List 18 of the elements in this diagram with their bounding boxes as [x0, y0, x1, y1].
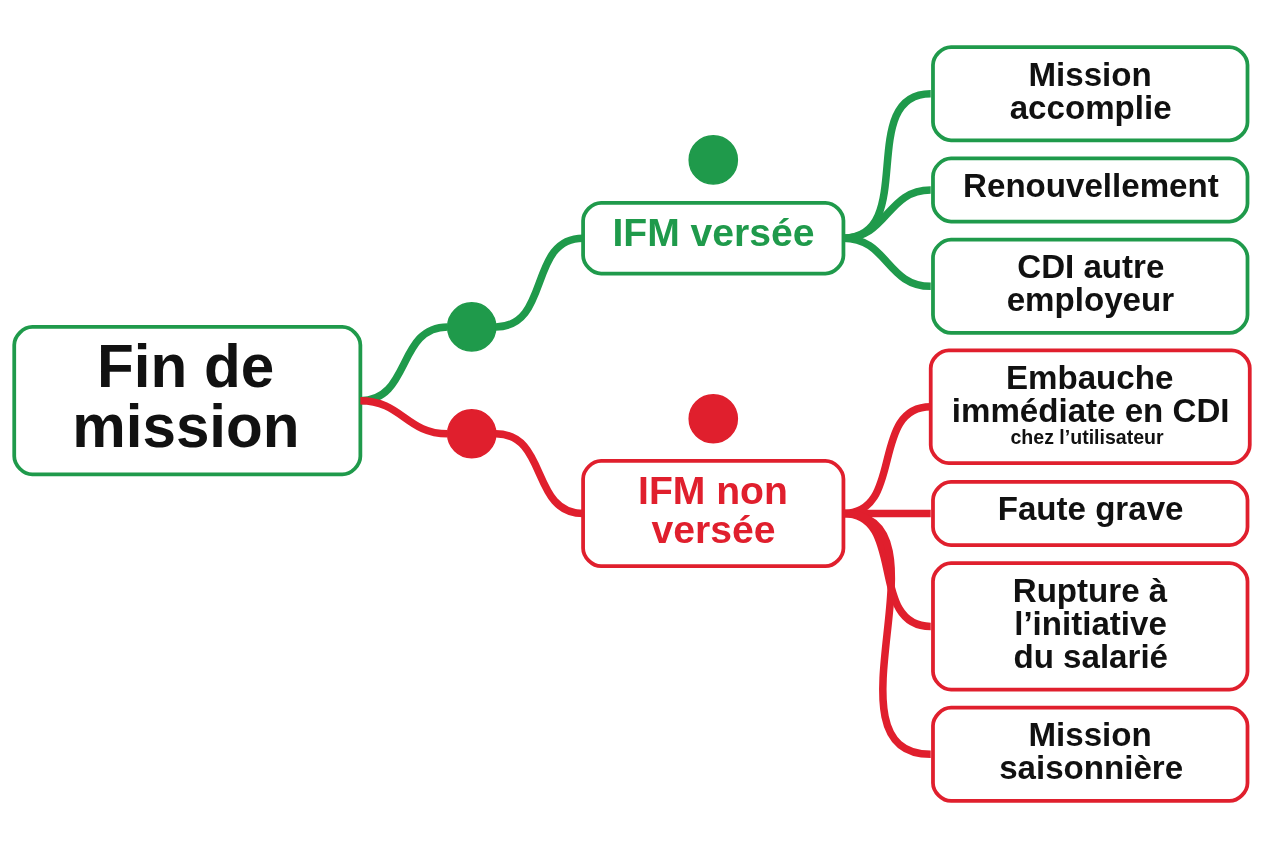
node-box: Embauche immédiate en CDI chez l’utilisateur: [928, 348, 1252, 465]
connector: [842, 509, 932, 758]
node-circle: [688, 135, 739, 185]
connector: [495, 430, 584, 518]
node-box: CDI autre employeur: [931, 237, 1250, 335]
connector: [843, 234, 932, 291]
node-box: Fin de mission: [12, 325, 363, 477]
node-circle: [688, 393, 739, 444]
node-circle: [446, 302, 497, 352]
node-box: Renouvellement: [931, 156, 1250, 224]
node-box: IFM versée: [581, 200, 846, 276]
node-circle: [446, 408, 497, 459]
node-box: Mission saisonnière: [931, 705, 1250, 803]
connector: [360, 396, 448, 438]
node-box: Rupture à l’initiative du salarié: [931, 561, 1250, 692]
node-box: Mission accomplie: [931, 45, 1250, 143]
node-box: IFM non versée: [581, 459, 846, 569]
node-box: Faute grave: [931, 480, 1250, 548]
